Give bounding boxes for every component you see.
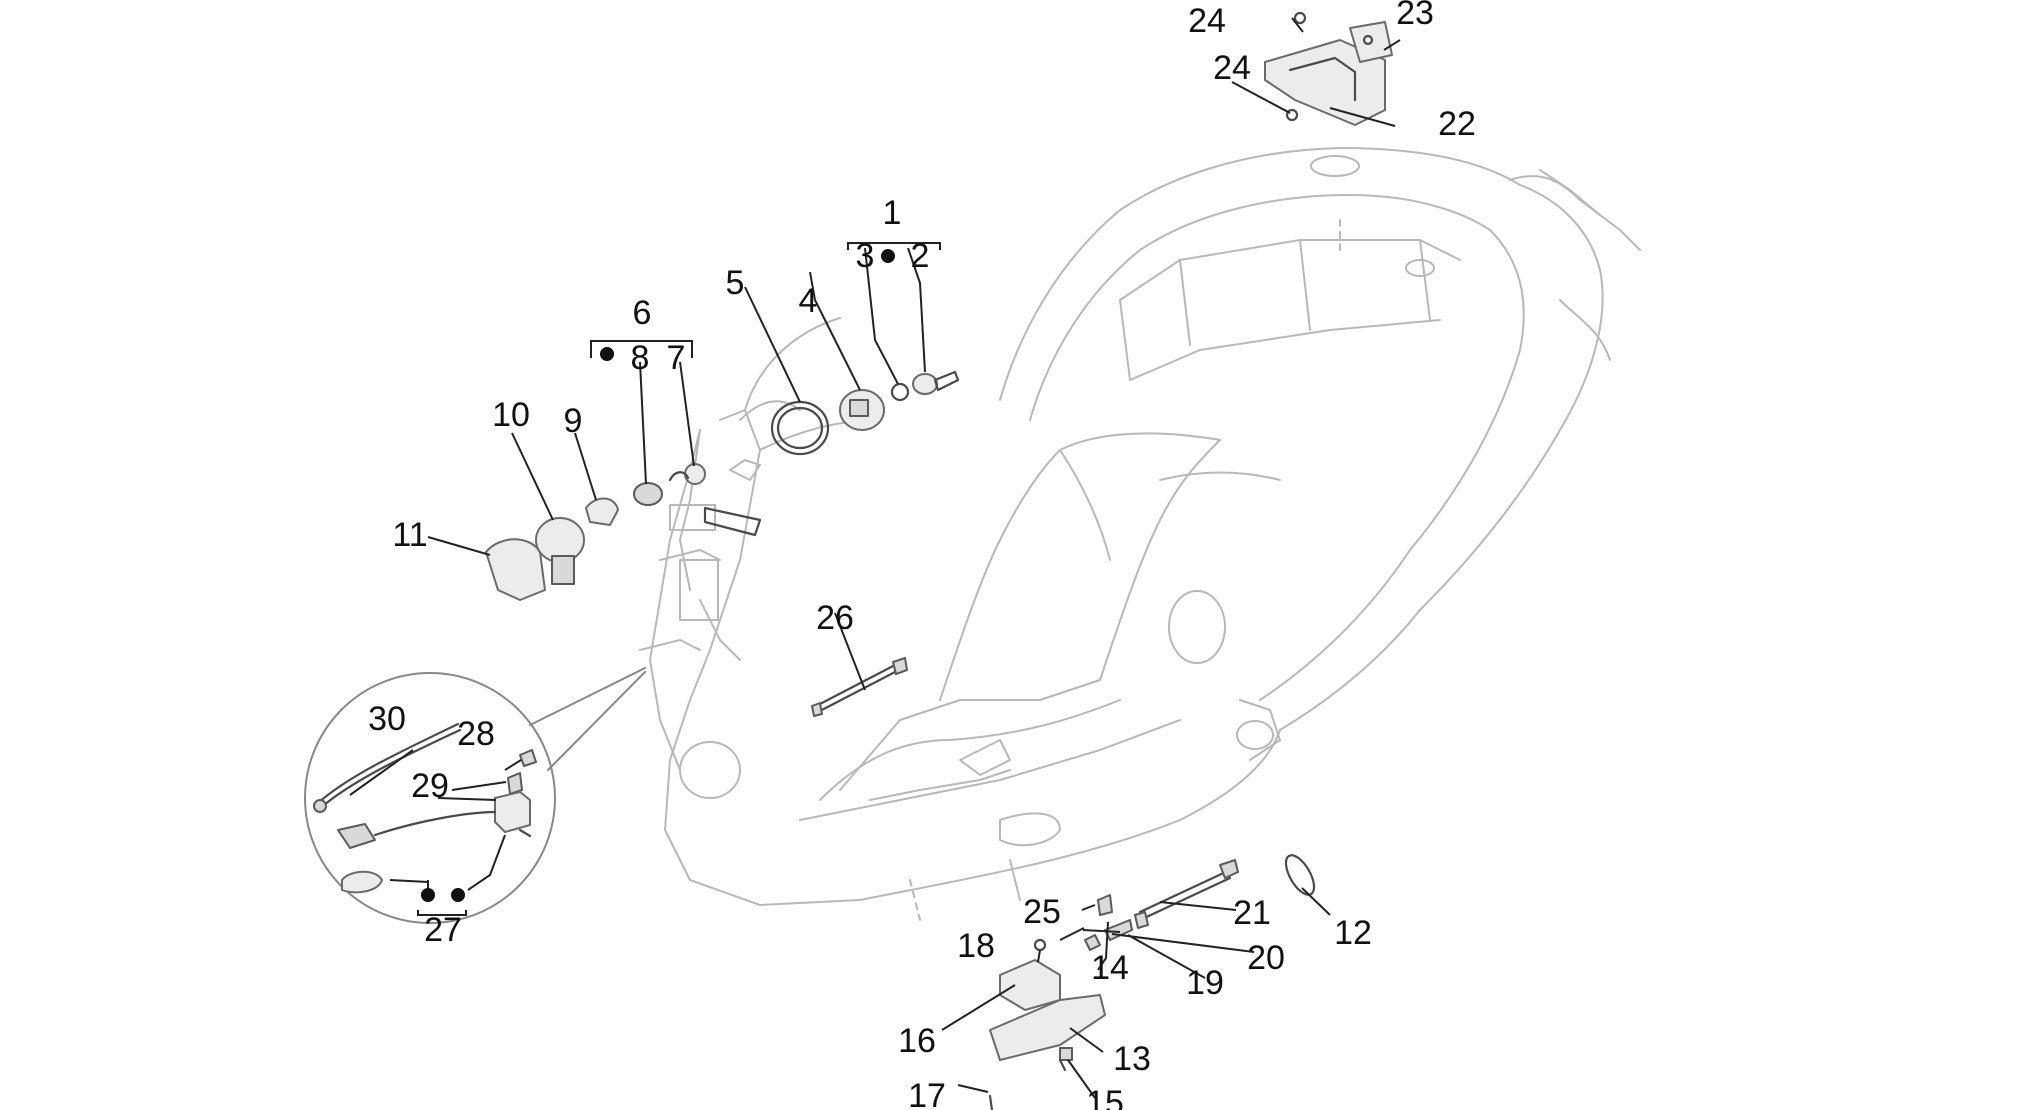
callout-11: 11: [392, 516, 427, 554]
callout-7: 7: [667, 339, 686, 377]
callout-15: 15: [1086, 1084, 1124, 1110]
callout-10: 10: [492, 396, 530, 434]
included-bullet: [600, 347, 614, 361]
callout-23: 23: [1396, 0, 1434, 32]
callout-30: 30: [368, 700, 406, 738]
callout-28: 28: [457, 715, 495, 753]
callout-19: 19: [1186, 964, 1224, 1002]
callout-14: 14: [1091, 949, 1129, 987]
callout-5: 5: [726, 264, 745, 302]
parts-bottom-latch: [811, 657, 1316, 1110]
callout-29: 29: [411, 767, 449, 805]
inset-detail: [304, 667, 646, 924]
parts-left: [485, 370, 960, 601]
callout-8: 8: [631, 339, 650, 377]
scooter-frame: [639, 147, 1641, 921]
callout-2: 2: [911, 237, 930, 275]
callout-24-middle: 24: [1213, 49, 1251, 87]
callout-22: 22: [1438, 105, 1476, 143]
callout-13: 13: [1113, 1040, 1151, 1078]
callout-26: 26: [816, 599, 854, 637]
callout-4: 4: [799, 282, 818, 320]
callout-20: 20: [1247, 939, 1285, 977]
callout-24-top: 24: [1188, 2, 1226, 40]
callout-27: 27: [424, 911, 462, 949]
callout-9: 9: [564, 402, 583, 440]
included-bullet: [421, 888, 435, 902]
callout-18: 18: [957, 927, 995, 965]
callout-labels: 1 2 3 4 5 6 7 8 9 10 11 12 13 14 15 16 1…: [368, 0, 1476, 1110]
grouping-brackets: [417, 242, 941, 916]
callout-21: 21: [1233, 894, 1271, 932]
included-bullet: [881, 249, 895, 263]
callout-17: 17: [908, 1077, 946, 1110]
callout-3: 3: [856, 237, 875, 275]
callout-16: 16: [898, 1022, 936, 1060]
callout-1: 1: [883, 194, 902, 232]
callout-25: 25: [1023, 893, 1061, 931]
callout-6: 6: [633, 294, 652, 332]
leader-lines: [349, 17, 1401, 1099]
callout-12: 12: [1334, 914, 1372, 952]
parts-top-bracket: [1264, 11, 1393, 126]
included-bullet: [451, 888, 465, 902]
